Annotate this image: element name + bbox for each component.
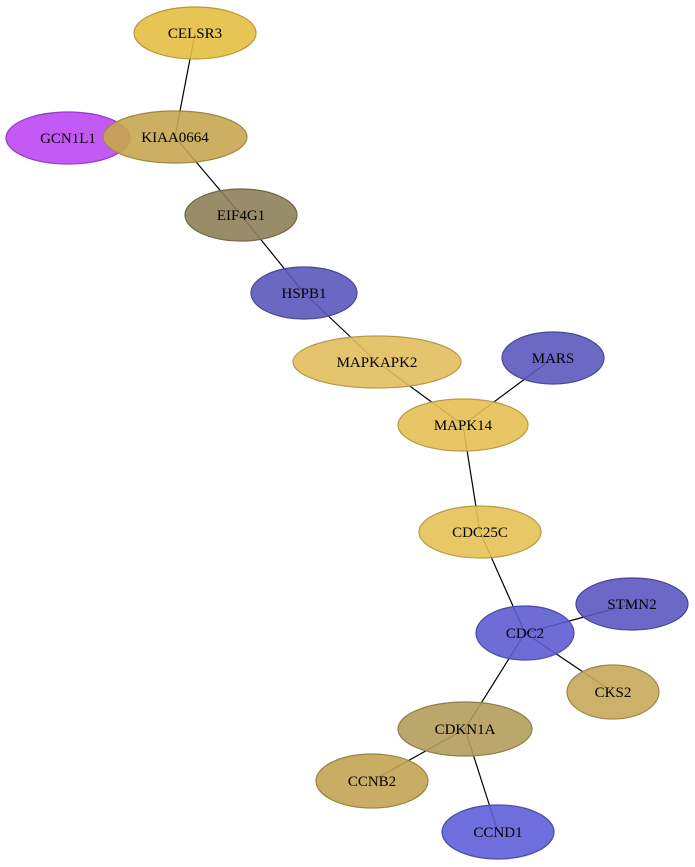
node-ccnb2[interactable]: CCNB2 <box>315 753 429 809</box>
node-label: GCN1L1 <box>40 131 96 147</box>
node-shape <box>292 335 462 389</box>
node-label: CDC25C <box>452 525 508 541</box>
node-shape <box>575 577 689 631</box>
node-shape <box>250 266 358 320</box>
node-mapk14[interactable]: MAPK14 <box>397 398 529 452</box>
node-label: CKS2 <box>595 685 632 701</box>
node-cdkn1a[interactable]: CDKN1A <box>397 701 533 757</box>
node-label: CDKN1A <box>435 722 496 738</box>
node-shape <box>184 188 298 242</box>
node-label: CCNB2 <box>348 774 396 790</box>
node-stmn2[interactable]: STMN2 <box>575 577 689 631</box>
node-shape <box>475 605 575 661</box>
node-mapkapk2[interactable]: MAPKAPK2 <box>292 335 462 389</box>
node-shape <box>441 804 555 860</box>
node-cks2[interactable]: CKS2 <box>566 664 660 720</box>
node-shape <box>397 398 529 452</box>
node-label: CCND1 <box>473 825 522 841</box>
node-shape <box>566 664 660 720</box>
node-label: MARS <box>532 351 575 367</box>
node-ccnd1[interactable]: CCND1 <box>441 804 555 860</box>
node-label: HSPB1 <box>281 286 326 302</box>
node-hspb1[interactable]: HSPB1 <box>250 266 358 320</box>
node-shape <box>418 505 542 559</box>
node-cdc25c[interactable]: CDC25C <box>418 505 542 559</box>
node-shape <box>133 6 257 60</box>
node-label: EIF4G1 <box>217 208 265 224</box>
node-kiaa0664[interactable]: KIAA0664 <box>102 110 248 164</box>
node-shape <box>397 701 533 757</box>
node-mars[interactable]: MARS <box>501 331 605 385</box>
node-label: CELSR3 <box>168 26 222 42</box>
node-cdc2[interactable]: CDC2 <box>475 605 575 661</box>
node-shape <box>102 110 248 164</box>
node-shape <box>501 331 605 385</box>
node-label: STMN2 <box>607 597 656 613</box>
node-eif4g1[interactable]: EIF4G1 <box>184 188 298 242</box>
node-celsr3[interactable]: CELSR3 <box>133 6 257 60</box>
node-shape <box>315 753 429 809</box>
node-label: KIAA0664 <box>141 130 209 146</box>
node-label: MAPK14 <box>434 418 493 434</box>
node-label: CDC2 <box>506 626 544 642</box>
node-label: MAPKAPK2 <box>337 355 418 371</box>
